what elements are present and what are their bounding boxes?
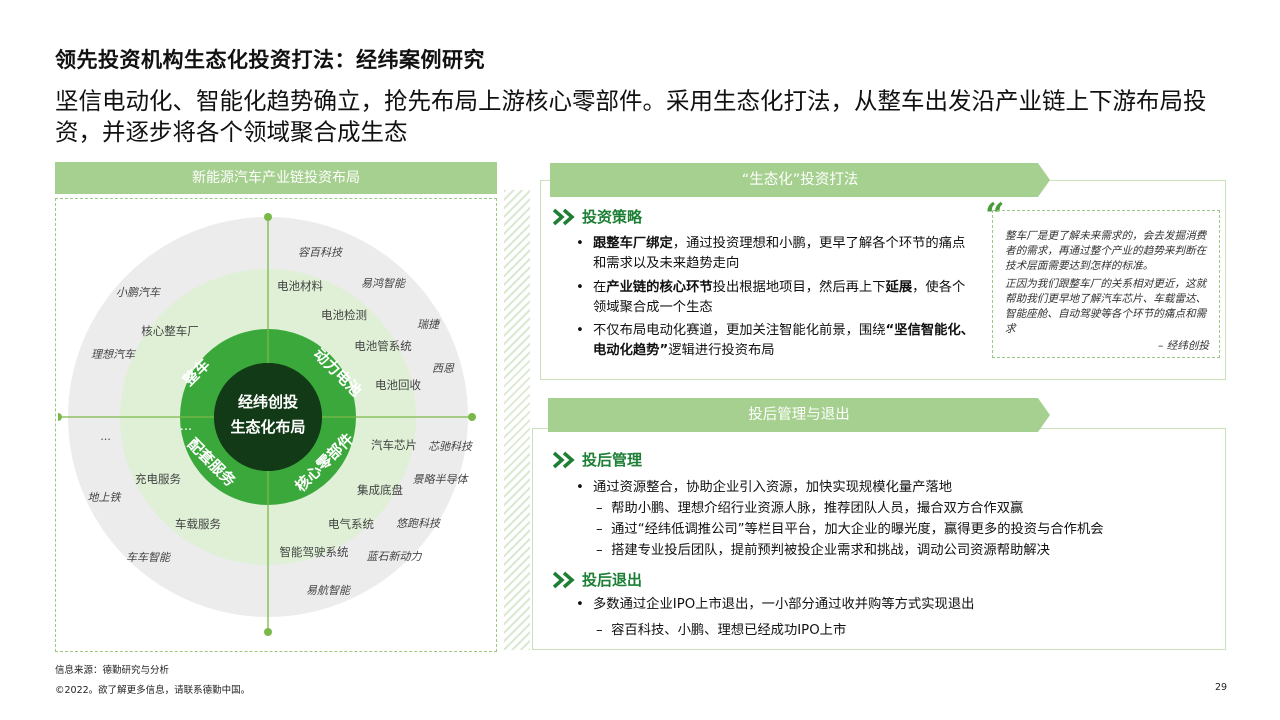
center-label-line2: 生态化布局 [230,418,305,436]
double-chevron-icon [552,208,575,225]
exit-heading-label: 投后退出 [582,571,643,589]
middle-label: 电池检测 [321,308,367,322]
outer-label: 容百科技 [298,246,344,259]
bullet-bold: 跟整车厂绑定 [593,236,673,251]
page-title: 领先投资机构生态化投资打法：经纬案例研究 [55,48,485,72]
copyright: ©2022。欲了解更多信息，请联系德勤中国。 [55,685,251,696]
outer-label: 西恩 [432,362,455,375]
axis-dot-top [264,213,272,221]
exit-bullet-1: •多数通过企业IPO上市退出，一小部分通过收并购等方式实现退出 [576,595,1216,615]
management-banner-label: 投后管理与退出 [748,407,850,423]
bullet-text: 通过资源整合，协助企业引入资源，加快实现规模化量产落地 [593,480,953,495]
axis-dot-right [468,413,476,421]
outer-label: 小鹏汽车 [116,286,162,299]
management-sub-2: – 通过“经纬低调推公司”等栏目平台，加大企业的曝光度，赢得更多的投资与合作机会 [596,522,1104,537]
bullet-bold: 产业链的核心环节 [606,280,713,295]
management-bullet-1: •通过资源整合，协助企业引入资源，加快实现规模化量产落地 [576,478,1216,498]
outer-label: 地上铁 [88,491,123,504]
middle-label: 电池回收 [375,378,421,392]
strategy-heading: 投资策略 [552,206,642,227]
quote-attribution: – 经纬创投 [1157,340,1209,352]
left-panel-header: 新能源汽车产业链投资布局 [55,162,497,194]
source-note: 信息来源：德勤研究与分析 [55,665,170,676]
bullet-text: 多数通过企业IPO上市退出，一小部分通过收并购等方式实现退出 [593,597,975,612]
page-subtitle: 坚信电动化、智能化趋势确立，抢先布局上游核心零部件。采用生态化打法，从整车出发沿… [55,87,1207,146]
quote-icon: “ [985,196,1005,236]
outer-label: 理想汽车 [91,348,137,361]
decorative-stripes [504,190,530,650]
bullet-bold: 延展 [885,280,913,295]
quote-paragraph-1: 整车厂是更了解未来需求的，会去发掘消费者的需求，再通过整个产业的趋势来判断在技术… [1005,230,1207,272]
post-investment-heading: 投后管理 [552,449,642,470]
strategy-bullet-3: • 不仅布局电动化赛道，更加关注智能化前景，围绕“坚信智能化、电动化趋势”逻辑进… [576,323,975,358]
sub-text: 容百科技、小鹏、理想已经成功IPO上市 [611,623,847,638]
exit-heading: 投后退出 [552,569,642,590]
outer-label: 车车智能 [126,551,172,564]
strategy-banner: “生态化”投资打法 [550,163,1050,197]
management-banner: 投后管理与退出 [548,398,1050,432]
bullet-text: 不仅布局电动化赛道，更加关注智能化前景，围绕 [593,323,886,338]
middle-label: 充电服务 [135,472,181,486]
middle-label: 核心整车厂 [141,324,199,338]
quote-box: 整车厂是更了解未来需求的，会去发掘消费者的需求，再通过整个产业的趋势来判断在技术… [992,210,1220,358]
outer-label: 蓝石新动力 [367,550,423,563]
strategy-heading-label: 投资策略 [582,208,643,226]
bullet-text: ，使各个领域聚合成一个生态 [593,280,966,315]
left-panel-frame [55,198,497,652]
bullet-text: 逻辑进行投资布局 [668,343,775,358]
strategy-bullet-1: • 跟整车厂绑定，通过投资理想和小鹏，更早了解各个环节的痛点和需求以及未来趋势走… [576,236,966,271]
axis-dot-left [58,413,62,421]
exit-sub-1: – 容百科技、小鹏、理想已经成功IPO上市 [596,623,847,638]
sub-text: 帮助小鹏、理想介绍行业资源人脉，推荐团队人员，撮合双方合作双赢 [611,501,1024,516]
middle-label: 集成底盘 [357,483,403,497]
bullet-text: 在 [593,280,607,295]
middle-label: 车载服务 [175,517,221,531]
middle-label: 电气系统 [328,517,374,531]
page-number: 29 [1215,682,1228,693]
double-chevron-icon [552,451,575,468]
outer-label: 景略半导体 [413,473,470,486]
middle-label: 汽车芯片 [371,438,417,452]
center-label-line1: 经纬创投 [238,393,298,411]
bullet-text: 投出根据地项目，然后再上下 [712,280,886,295]
outer-label: 易航智能 [306,584,352,597]
inner-ellipsis: ... [180,419,192,434]
outer-label: ... [101,430,112,443]
middle-label: 智能驾驶系统 [280,545,349,559]
management-sub-1: – 帮助小鹏、理想介绍行业资源人脉，推荐团队人员，撮合双方合作双赢 [596,501,1024,516]
bullet-text: ，通过投资理想和小鹏，更早了解各个环节的痛点和需求以及未来趋势走向 [593,236,966,271]
ecosystem-diagram: 经纬创投 生态化布局 整车 动力电池 核心零部件 配套服务 ... 电池材料 电… [58,213,476,636]
outer-label: 易鸿智能 [361,277,407,290]
outer-label: 瑞捷 [417,318,441,331]
middle-label: 电池管系统 [354,339,412,353]
quote-paragraph-2: 正因为我们跟整车厂的关系相对更近，这就帮助我们更早地了解汽车芯片、车载雷达、智能… [1005,278,1207,335]
middle-label: 电池材料 [277,279,323,293]
outer-label: 芯驰科技 [428,440,474,453]
strategy-banner-label: “生态化”投资打法 [741,172,859,188]
post-investment-heading-label: 投后管理 [582,451,643,469]
axis-dot-bottom [264,628,272,636]
management-sub-3: – 搭建专业投后团队，提前预判被投企业需求和挑战，调动公司资源帮助解决 [596,543,1050,558]
sub-text: 搭建专业投后团队，提前预判被投企业需求和挑战，调动公司资源帮助解决 [611,543,1050,558]
bullet-bold: “坚信智能化、电动化趋势” [593,323,975,358]
outer-label: 悠跑科技 [396,517,442,530]
strategy-bullet-2: • 在产业链的核心环节投出根据地项目，然后再上下延展，使各个领域聚合成一个生态 [576,280,966,315]
double-chevron-icon [552,571,575,588]
sub-text: 通过“经纬低调推公司”等栏目平台，加大企业的曝光度，赢得更多的投资与合作机会 [611,522,1104,537]
